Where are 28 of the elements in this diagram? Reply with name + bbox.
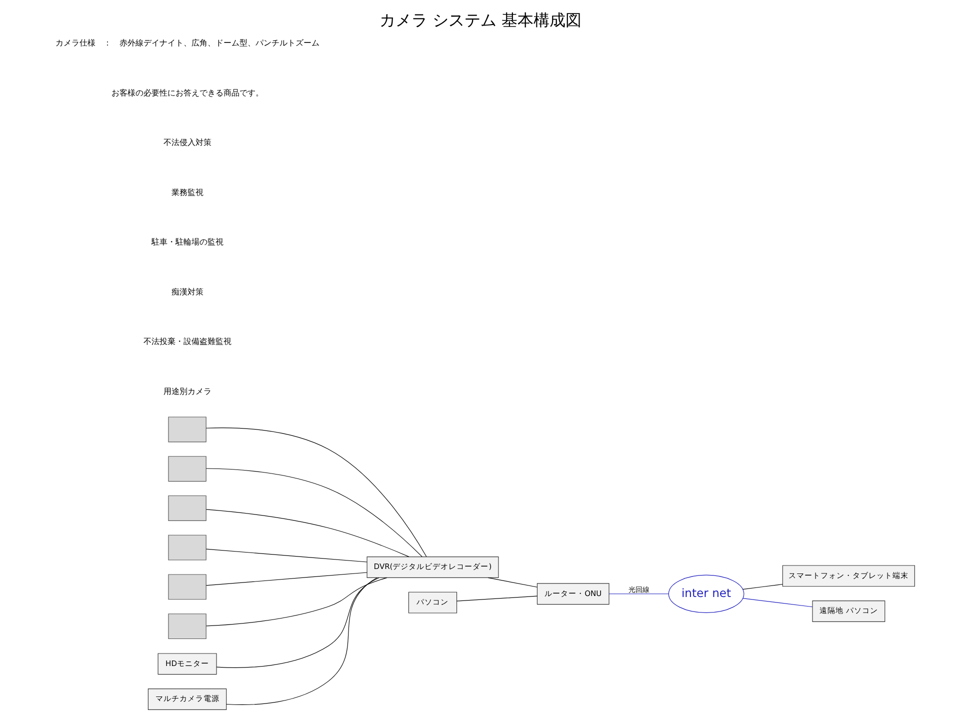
node-ellipse: inter net [668, 574, 744, 613]
label: 駐車・駐輪場の監視 [150, 236, 223, 247]
label: 痴漢対策 [170, 286, 203, 296]
label: 不法侵入対策 [162, 137, 211, 148]
label: カメラ仕様 ： 赤外線デイナイト、広角、ドーム型、パンチルトズーム [54, 37, 319, 48]
label: 業務監視 [170, 186, 203, 197]
node-box [168, 614, 206, 640]
connector [205, 428, 426, 557]
node-box [168, 416, 206, 442]
connector [206, 509, 409, 558]
label: 用途別カメラ [162, 386, 211, 396]
label: お客様の必要性にお答えできる商品です。 [110, 87, 263, 98]
connector [205, 548, 367, 562]
connector [487, 577, 537, 588]
connector [216, 577, 379, 668]
node-box [168, 456, 206, 482]
connector [205, 572, 367, 586]
node-box [168, 574, 206, 600]
node-box [168, 534, 206, 560]
connector [226, 577, 377, 705]
connector [742, 598, 812, 608]
label: 不法投棄・設備盗難監視 [142, 336, 231, 346]
diagram-title: カメラ システム 基本構成図 [378, 10, 582, 30]
node-box [168, 495, 206, 521]
connector [742, 584, 782, 590]
connector [456, 596, 537, 602]
connector [206, 577, 387, 626]
connector [205, 468, 422, 557]
